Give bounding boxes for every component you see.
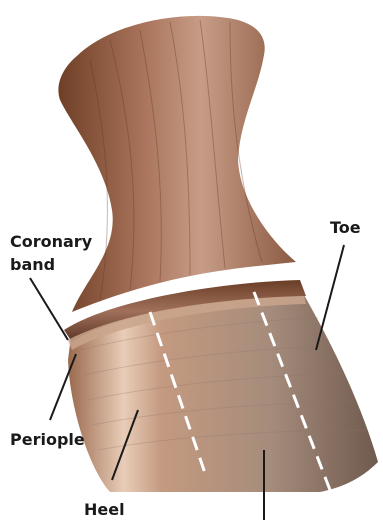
label-heel: Heel: [84, 500, 125, 519]
label-coronary-band-line1: Coronary: [10, 232, 92, 251]
pastern-hair: [58, 16, 296, 312]
leader-line-coronary-band: [30, 278, 68, 340]
label-periople: Periople: [10, 430, 85, 449]
label-coronary-band-line2: band: [10, 255, 55, 274]
label-toe: Toe: [330, 218, 361, 237]
leader-line-toe: [316, 245, 344, 350]
